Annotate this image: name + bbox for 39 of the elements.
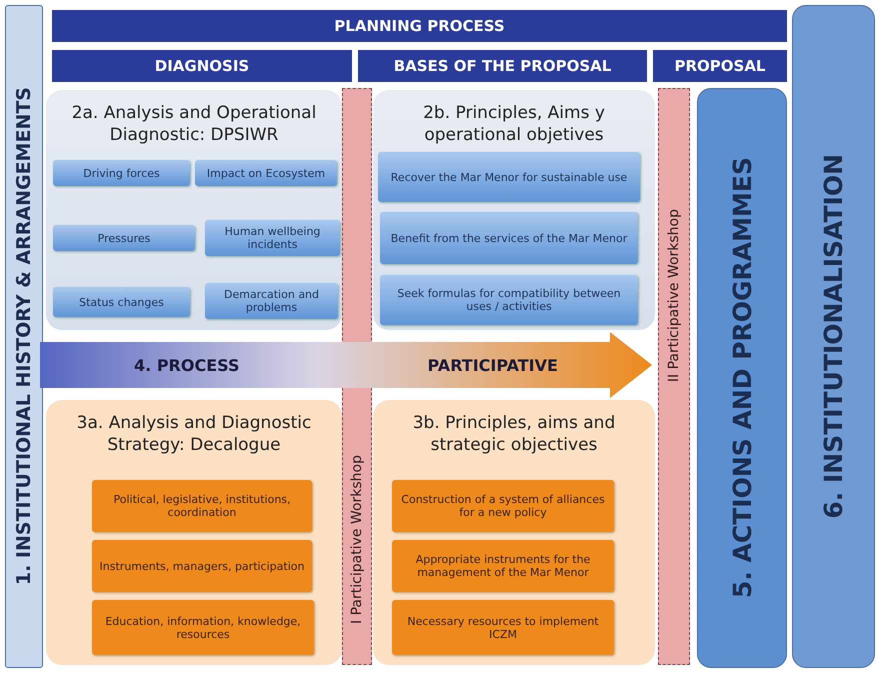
section-header: PLANNING PROCESS — [52, 10, 787, 42]
item-card: Driving forces — [53, 160, 190, 186]
band-label: 5. ACTIONS AND PROGRAMMES — [728, 157, 756, 599]
item-card: Pressures — [53, 225, 195, 251]
section-panel — [373, 90, 655, 330]
panel-heading: 3b. Principles, aims and strategic objectives — [412, 412, 616, 456]
item-card: Necessary resources to implement ICZM — [392, 600, 614, 655]
item-card: Status changes — [53, 287, 190, 317]
arrow-label: PARTICIPATIVE — [428, 356, 558, 374]
panel-heading: 3a. Analysis and Diagnostic Strategy: Decalogue — [76, 412, 312, 456]
item-card: Recover the Mar Menor for sustainable use — [378, 152, 640, 202]
section-panel — [373, 400, 655, 665]
band-label: 1. INSTITUTIONAL HISTORY & ARRANGEMENTS — [13, 87, 35, 586]
workshop-band — [342, 88, 372, 665]
section-header: DIAGNOSIS — [52, 50, 352, 82]
stage-band — [697, 88, 787, 668]
item-card: Human wellbeing incidents — [205, 220, 340, 256]
item-card: Construction of a system of alliances for a new policy — [392, 480, 614, 532]
stage-band — [5, 5, 43, 668]
item-card: Instruments, managers, participation — [92, 540, 312, 592]
workshop-band — [658, 88, 690, 665]
item-card: Seek formulas for compatibility between uses / activities — [380, 275, 638, 325]
band-label: I Participative Workshop — [349, 455, 365, 624]
section-panel — [46, 90, 342, 330]
item-card: Demarcation and problems — [205, 283, 338, 319]
item-card: Benefit from the services of the Mar Menor — [380, 212, 638, 264]
panel-heading: 2b. Principles, Aims y operational objetives — [422, 102, 606, 146]
item-card: Political, legislative, institutions, coordination — [92, 480, 312, 532]
section-panel — [46, 400, 342, 665]
panel-heading: 2a. Analysis and Operational Diagnostic: DPSIWR — [70, 102, 318, 146]
band-label: II Participative Workshop — [666, 209, 682, 382]
section-header: BASES OF THE PROPOSAL — [358, 50, 647, 82]
section-header: PROPOSAL — [653, 50, 787, 82]
item-card: Education, information, knowledge, resources — [92, 600, 314, 655]
band-label: 6. INSTITUTIONALISATION — [819, 154, 848, 519]
item-card: Appropriate instruments for the management of the Mar Menor — [392, 540, 614, 592]
stage-band — [792, 5, 875, 668]
arrow-label: 4. PROCESS — [134, 356, 240, 374]
item-card: Impact on Ecosystem — [195, 160, 337, 186]
